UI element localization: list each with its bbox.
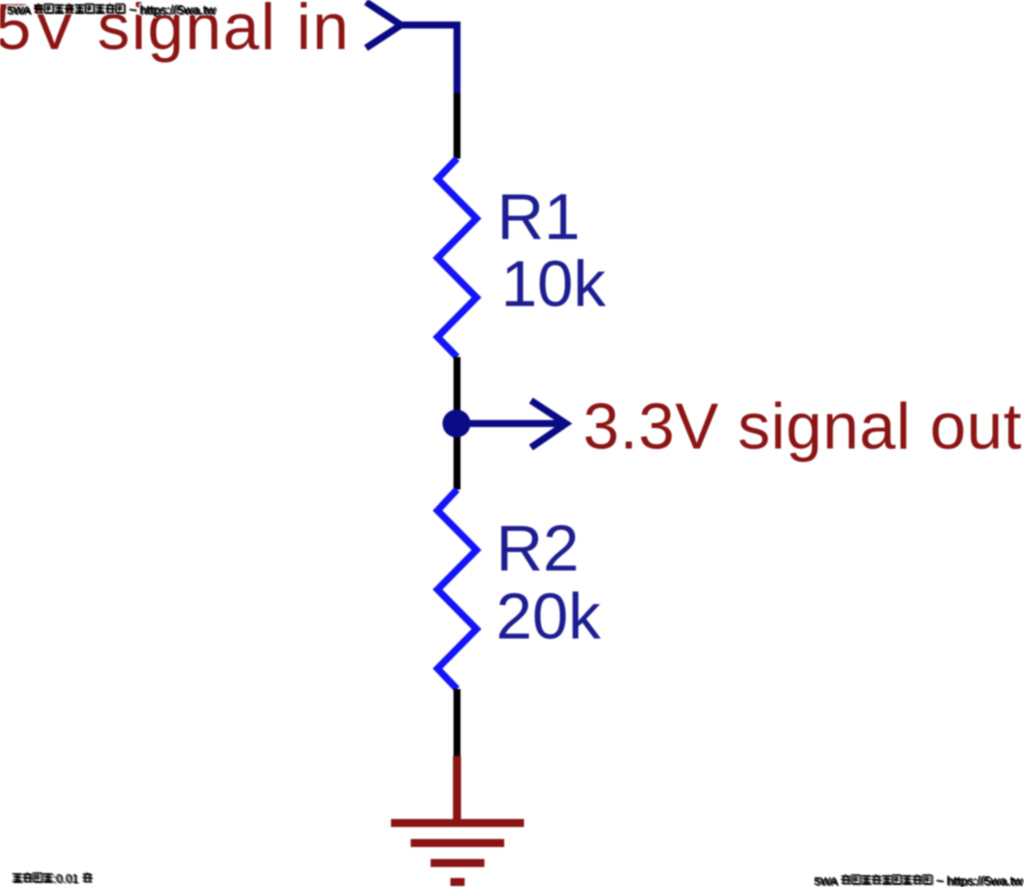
svg-text:5WA: 5WA (7, 5, 31, 17)
svg-text:~ https://5wa.tw: ~ https://5wa.tw (933, 874, 1023, 887)
svg-text:R2: R2 (496, 512, 579, 585)
svg-text:20k: 20k (496, 580, 601, 653)
svg-text:~ https://5wa.tw: ~ https://5wa.tw (126, 3, 216, 17)
svg-text:~ https://5wa.tw: ~ https://5wa.tw (127, 4, 217, 18)
svg-text:~ https://5wa.tw: ~ https://5wa.tw (934, 875, 1024, 887)
svg-text:5WA: 5WA (9, 6, 33, 18)
svg-text:5WA: 5WA (7, 5, 31, 17)
svg-text:5WA: 5WA (814, 876, 838, 887)
svg-text:3.3V signal out: 3.3V signal out (583, 390, 1022, 463)
svg-text:5WA: 5WA (816, 877, 840, 887)
svg-text:10k: 10k (501, 247, 606, 320)
svg-text:R1: R1 (497, 180, 580, 253)
svg-text::0.01: :0.01 (54, 875, 80, 887)
svg-text:~ https://5wa.tw: ~ https://5wa.tw (126, 3, 216, 17)
svg-text::0.01: :0.01 (53, 874, 79, 886)
